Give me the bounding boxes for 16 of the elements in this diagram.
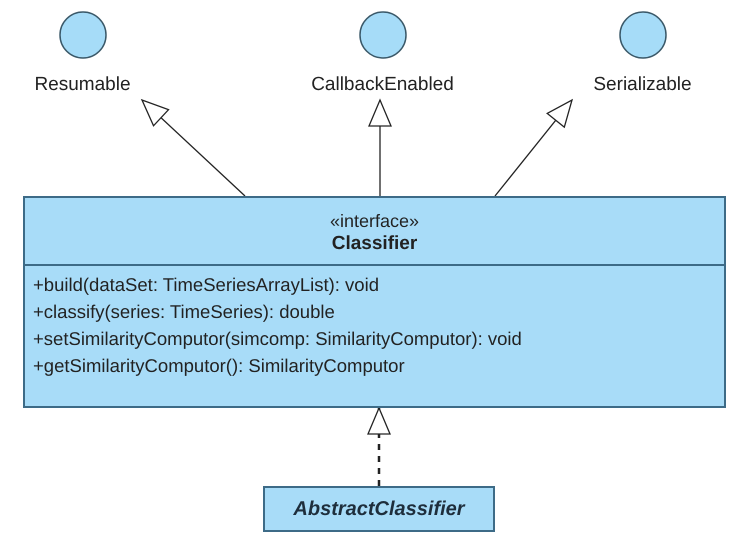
method-signature: +classify(series: TimeSeries): double bbox=[33, 300, 335, 324]
class-name: Classifier bbox=[332, 232, 418, 256]
class-name: AbstractClassifier bbox=[293, 498, 465, 520]
abstract-class-box bbox=[263, 486, 495, 532]
generalization-arrow bbox=[494, 99, 573, 196]
realization-arrow bbox=[367, 407, 391, 486]
generalization-arrow bbox=[368, 99, 392, 196]
interface-name: CallbackEnabled bbox=[311, 74, 454, 96]
generalization-arrow bbox=[141, 99, 246, 196]
stereotype: «interface» bbox=[330, 210, 420, 232]
method-signature: +build(dataSet: TimeSeriesArrayList): void bbox=[33, 273, 379, 297]
interface-name: Serializable bbox=[593, 74, 692, 96]
method-signature: +setSimilarityComputor(simcomp: SimilarityComputor): void bbox=[33, 327, 522, 351]
interface-class-box bbox=[23, 196, 726, 408]
method-signature: +getSimilarityComputor(): SimilarityComputor bbox=[33, 354, 405, 378]
interface-name: Resumable bbox=[34, 74, 131, 96]
